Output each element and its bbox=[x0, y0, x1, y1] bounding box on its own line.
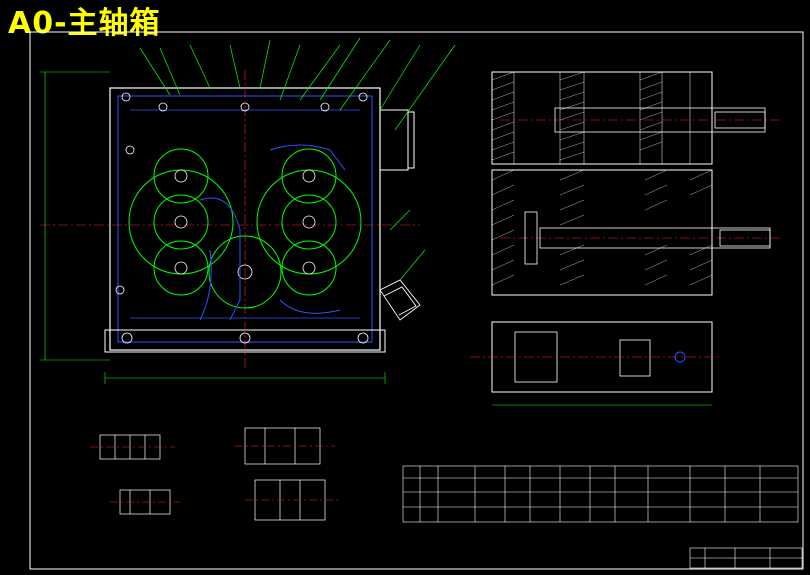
front-view bbox=[40, 37, 456, 384]
side-flange bbox=[379, 109, 409, 171]
drawing-border bbox=[29, 31, 804, 570]
gear-table bbox=[402, 465, 799, 523]
drawing-title: A0-主轴箱 bbox=[8, 6, 161, 41]
section-view-top bbox=[491, 71, 780, 165]
section-view-middle bbox=[491, 169, 780, 296]
detail-views bbox=[99, 427, 326, 521]
title-block bbox=[689, 547, 803, 569]
section-view-bottom bbox=[470, 321, 720, 406]
bolt-holes bbox=[115, 92, 369, 344]
